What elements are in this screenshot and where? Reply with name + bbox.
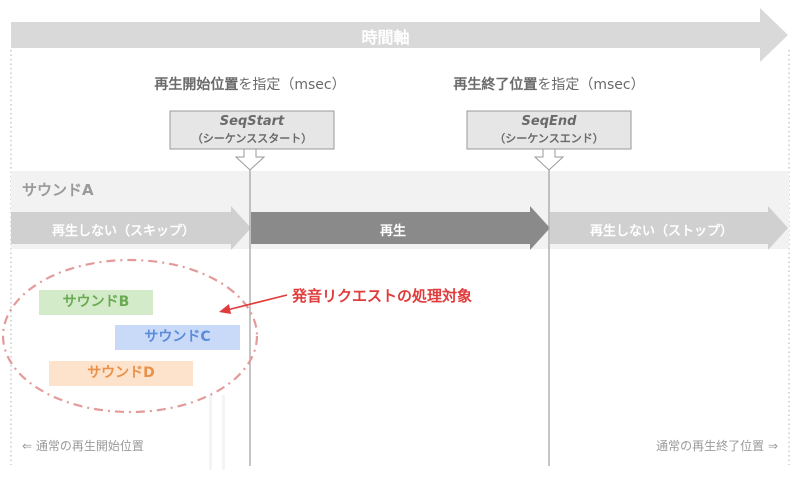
sound-d-label: サウンドD bbox=[87, 365, 155, 381]
seqend-name: SeqEnd bbox=[521, 114, 577, 129]
skip-segment-arrow bbox=[11, 206, 251, 250]
footer-normal-end: 通常の再生終了位置 ⇒ bbox=[656, 439, 778, 453]
seqstart-caption-rest: を指定（msec） bbox=[238, 77, 346, 93]
sound-a-label: サウンドA bbox=[22, 181, 94, 199]
seqend-caption: 再生終了位置を指定（msec） bbox=[389, 74, 709, 94]
stop-segment-label: 再生しない（ストップ） bbox=[589, 224, 733, 239]
stop-segment-arrow bbox=[550, 206, 788, 250]
timeline-arrow bbox=[11, 8, 788, 62]
footer-normal-start: ⇐ 通常の再生開始位置 bbox=[22, 439, 144, 453]
seqend-caption-bold: 再生終了位置 bbox=[453, 77, 538, 93]
seqstart-sub: （シーケンススタート） bbox=[191, 132, 313, 145]
seqstart-label: SeqStart （シーケンススタート） bbox=[170, 111, 334, 149]
play-segment-arrow bbox=[251, 206, 550, 250]
request-group-ellipse bbox=[1, 258, 259, 414]
seqend-box bbox=[466, 110, 632, 150]
annotation-arrowhead bbox=[219, 304, 231, 314]
seqend-label: SeqEnd （シーケンスエンド） bbox=[467, 111, 631, 149]
sound-b-box: サウンドB bbox=[39, 290, 153, 315]
faint-stripe bbox=[209, 395, 212, 470]
sound-b-label: サウンドB bbox=[62, 294, 130, 310]
sound-d-box: サウンドD bbox=[49, 361, 193, 386]
seqend-down-arrow bbox=[533, 148, 565, 171]
timeline-label: 時間軸 bbox=[361, 28, 410, 47]
request-annotation: 発音リクエストの処理対象 bbox=[292, 287, 473, 305]
faint-stripe bbox=[222, 395, 225, 470]
play-segment-label: 再生 bbox=[379, 224, 406, 239]
seqstart-name: SeqStart bbox=[219, 114, 285, 129]
seqstart-box bbox=[169, 110, 335, 150]
seqstart-caption: 再生開始位置を指定（msec） bbox=[90, 74, 410, 94]
sound-c-label: サウンドC bbox=[144, 329, 211, 345]
seqstart-down-arrow bbox=[234, 148, 266, 171]
sound-c-box: サウンドC bbox=[115, 325, 240, 350]
seqend-sub: （シーケンスエンド） bbox=[494, 132, 604, 145]
skip-segment-label: 再生しない（スキップ） bbox=[51, 224, 195, 239]
seqstart-caption-bold: 再生開始位置 bbox=[154, 77, 239, 93]
annotation-arrow-line bbox=[226, 294, 288, 311]
seqend-caption-rest: を指定（msec） bbox=[537, 77, 645, 93]
